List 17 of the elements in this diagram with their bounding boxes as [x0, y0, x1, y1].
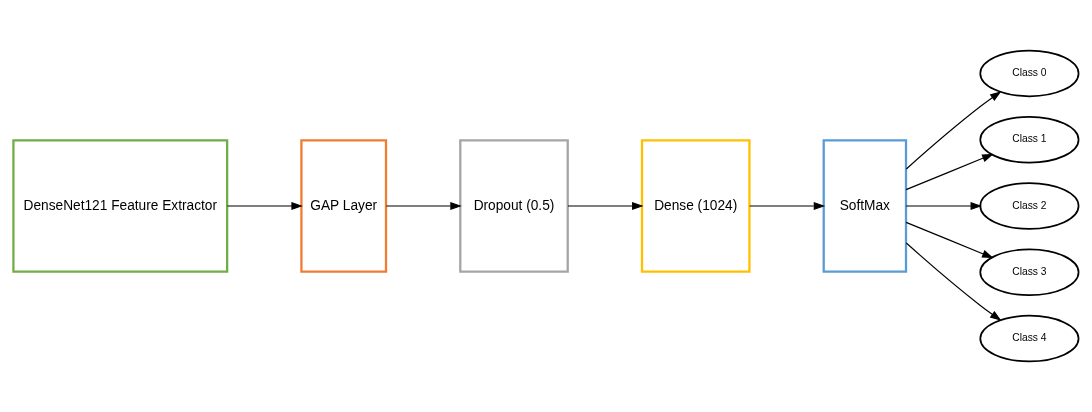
- node-box: SoftMax: [822, 139, 908, 273]
- arrow: [226, 202, 303, 210]
- arrow: [905, 242, 1002, 321]
- node-ellipse: Class 4: [979, 314, 1080, 363]
- node-ellipse: Class 2: [979, 182, 1080, 230]
- arrow: [385, 202, 462, 210]
- arrow: [905, 221, 994, 259]
- node-box: Dense (1024): [640, 139, 751, 273]
- arrow: [905, 153, 994, 191]
- node-box: Dropout (0.5): [459, 139, 569, 273]
- arrow: [905, 202, 982, 210]
- node-box: GAP Layer: [300, 139, 388, 273]
- arrow: [905, 91, 1002, 170]
- arrow: [749, 202, 826, 210]
- node-box: DenseNet121 Feature Extractor: [12, 139, 229, 273]
- node-ellipse: Class 0: [979, 49, 1080, 98]
- arrow: [567, 202, 644, 210]
